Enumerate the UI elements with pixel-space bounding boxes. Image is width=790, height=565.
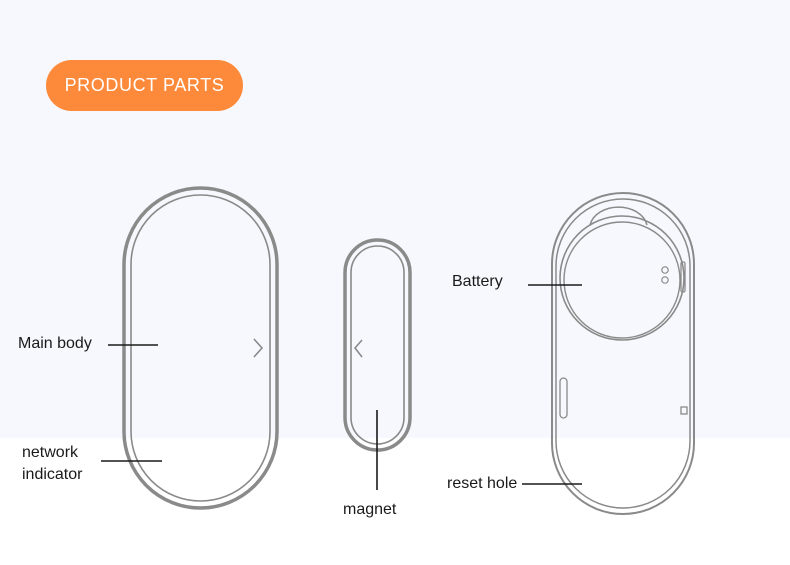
label-magnet: magnet xyxy=(343,501,397,518)
chevron-right-icon xyxy=(253,338,264,358)
open-body-device xyxy=(551,192,695,515)
side-latch xyxy=(680,261,686,293)
section-title-badge: PRODUCT PARTS xyxy=(46,60,243,111)
label-battery: Battery xyxy=(452,273,503,290)
label-main-body: Main body xyxy=(18,335,92,352)
main-body-inner-shell xyxy=(130,194,271,502)
leader-lines xyxy=(101,284,582,490)
main-body-outer-shell xyxy=(122,186,279,510)
battery-holder xyxy=(559,215,685,341)
open-body-outer-shell xyxy=(551,192,695,515)
contact-dot-lower xyxy=(661,276,669,284)
battery-coin-cell xyxy=(563,221,681,339)
battery-clip xyxy=(589,206,648,226)
main-body-device xyxy=(122,186,279,510)
label-network-indicator-line2: indicator xyxy=(22,466,83,483)
side-notch xyxy=(680,406,688,415)
label-network-indicator-line1: network xyxy=(22,444,79,461)
section-title: PRODUCT PARTS xyxy=(64,75,225,95)
open-body-inner-shell xyxy=(555,198,691,509)
chevron-left-icon xyxy=(353,339,363,358)
label-reset-hole: reset hole xyxy=(447,475,518,492)
side-slot xyxy=(559,377,568,419)
contact-dot-upper xyxy=(661,266,669,274)
